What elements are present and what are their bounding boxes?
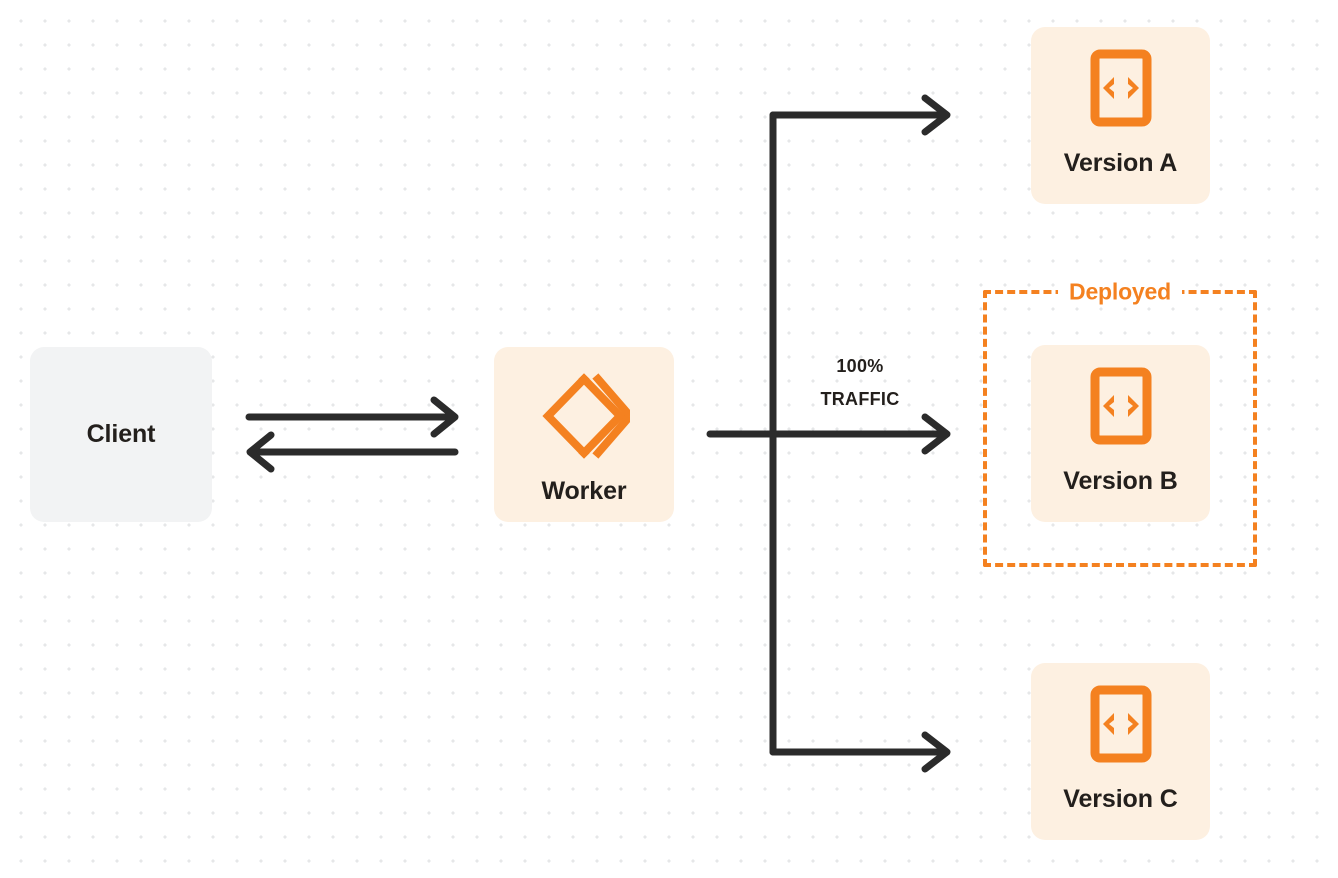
edge-worker-to-client (246, 431, 459, 473)
node-client[interactable]: Client (30, 347, 212, 522)
node-worker[interactable]: Worker (494, 347, 674, 522)
traffic-annotation: 100% TRAFFIC (782, 350, 938, 417)
code-document-icon (1090, 49, 1152, 127)
edge-worker-to-version-c (769, 731, 951, 773)
node-version-c[interactable]: Version C (1031, 663, 1210, 840)
node-version-b[interactable]: Version B (1031, 345, 1210, 522)
node-worker-label: Worker (541, 477, 627, 505)
traffic-percent: 100% (836, 356, 884, 376)
cloudflare-workers-logo-icon (538, 373, 630, 459)
group-deployed-label: Deployed (1058, 278, 1182, 306)
code-document-icon (1090, 367, 1152, 445)
node-version-c-label: Version C (1063, 785, 1178, 813)
traffic-caption: TRAFFIC (820, 389, 900, 410)
node-client-label: Client (86, 420, 156, 448)
edge-client-to-worker (245, 396, 459, 438)
edge-worker-to-version-a (769, 94, 951, 136)
code-document-icon (1090, 685, 1152, 763)
node-version-b-label: Version B (1063, 467, 1178, 495)
edge-worker-to-version-b (706, 413, 951, 455)
group-deployed: Deployed (983, 278, 1257, 567)
node-version-a-label: Version A (1063, 149, 1178, 177)
node-version-a[interactable]: Version A (1031, 27, 1210, 204)
